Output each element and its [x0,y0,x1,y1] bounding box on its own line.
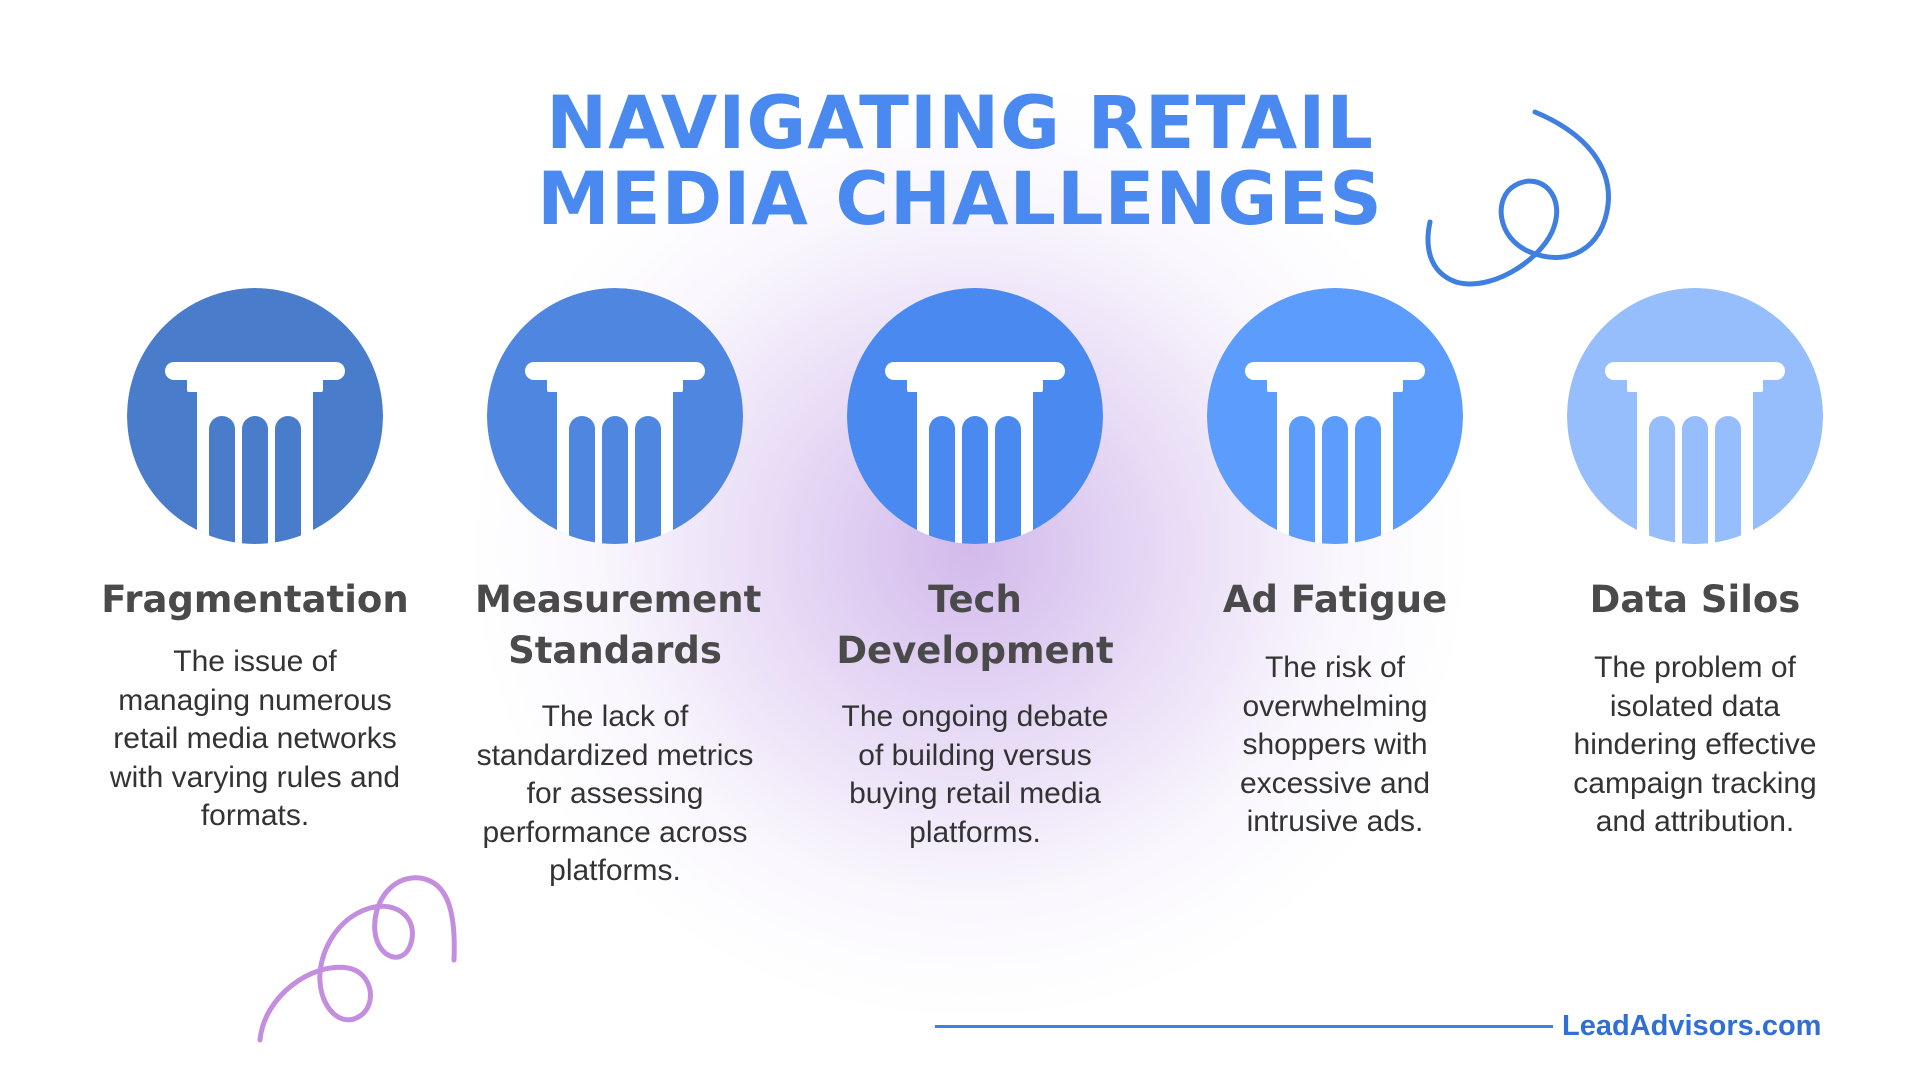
card-title: Data Silos [1589,578,1801,621]
card-title: Ad Fatigue [1222,578,1448,621]
card-icon-circle [847,288,1103,544]
card-description: The problem of isolated data hindering e… [1573,651,1817,838]
card-measurement-standards: Measurement Standards The lack of standa… [455,288,775,891]
card-description: The lack of standardized metrics for ass… [476,700,754,887]
title-line-2: MEDIA CHALLENGES [537,157,1383,242]
pillar-icon [1207,288,1463,544]
card-title: Fragmentation [101,578,409,621]
pillar-icon [487,288,743,544]
pillar-icon [127,288,383,544]
page-title: NAVIGATING RETAIL MEDIA CHALLENGES [0,86,1920,238]
card-description: The issue of managing numerous retail me… [109,645,401,832]
purple-squiggle-icon [257,875,457,1043]
title-line-1: NAVIGATING RETAIL [546,81,1374,166]
card-ad-fatigue: Ad Fatigue The risk of overwhelming shop… [1175,288,1495,842]
footer-brand-link[interactable]: LeadAdvisors.com [1562,1010,1822,1042]
footer-divider [935,1025,1553,1028]
card-description: The ongoing debate of building versus bu… [841,700,1109,849]
card-icon-circle [127,288,383,544]
card-fragmentation: Fragmentation The issue of managing nume… [95,288,415,836]
card-tech-development: Tech Development The ongoing debate of b… [815,288,1135,852]
card-data-silos: Data Silos The problem of isolated data … [1535,288,1855,842]
pillar-icon [847,288,1103,544]
card-icon-circle [1567,288,1823,544]
card-icon-circle [487,288,743,544]
card-description: The risk of overwhelming shoppers with e… [1239,651,1431,838]
card-icon-circle [1207,288,1463,544]
card-title: Measurement Standards [475,578,762,672]
pillar-icon [1567,288,1823,544]
card-title: Tech Development [836,578,1114,672]
